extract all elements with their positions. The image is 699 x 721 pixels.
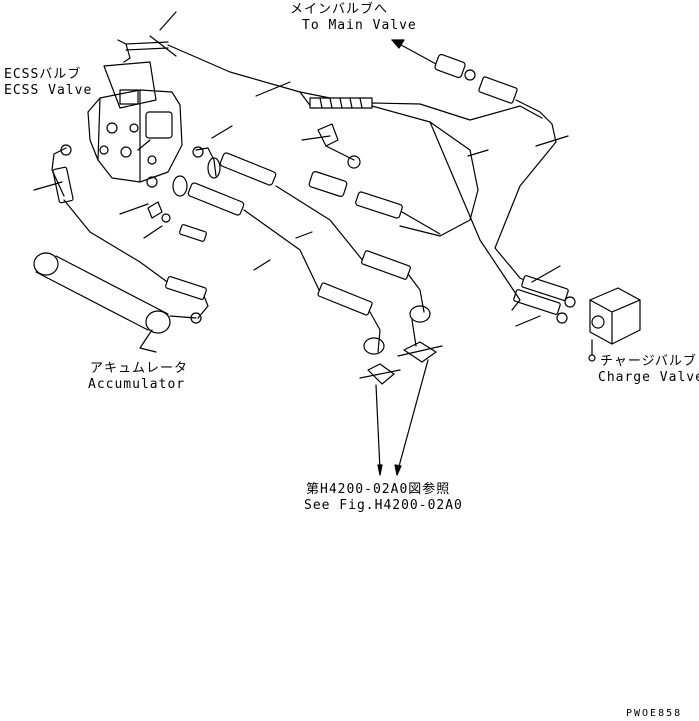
ecss-valve-block bbox=[87, 35, 183, 183]
charge-valve-body bbox=[588, 287, 641, 362]
small-parts bbox=[146, 146, 207, 242]
hose-clamps bbox=[359, 341, 443, 385]
accumulator-label-jp: アキュムレータ bbox=[90, 361, 189, 376]
middle-fittings bbox=[301, 123, 441, 235]
accumulator bbox=[33, 252, 197, 353]
main-valve-hose bbox=[167, 44, 543, 121]
charge-valve-hose bbox=[371, 105, 576, 324]
main-valve-label-en: To Main Valve bbox=[302, 18, 417, 33]
drawing-code: PWOE858 bbox=[626, 708, 683, 719]
main-valve-label-jp: メインバルブへ bbox=[290, 2, 389, 17]
charge-valve-label-en: Charge Valve bbox=[598, 370, 699, 385]
accumulator-hose bbox=[51, 144, 209, 324]
reference-label-en: See Fig.H4200-02A0 bbox=[304, 498, 463, 513]
ecss-valve-label-jp: ECSSバルブ bbox=[4, 67, 82, 82]
charge-valve-label-jp: チャージバルブ bbox=[600, 354, 697, 369]
reference-label-jp: 第H4200-02A0図参照 bbox=[306, 482, 451, 497]
leader-lines bbox=[33, 11, 569, 476]
accumulator-label-en: Accumulator bbox=[88, 377, 186, 392]
center-hoses bbox=[172, 147, 431, 355]
main-valve-arrow bbox=[391, 39, 557, 249]
ecss-valve-label-en: ECSS Valve bbox=[4, 83, 93, 98]
